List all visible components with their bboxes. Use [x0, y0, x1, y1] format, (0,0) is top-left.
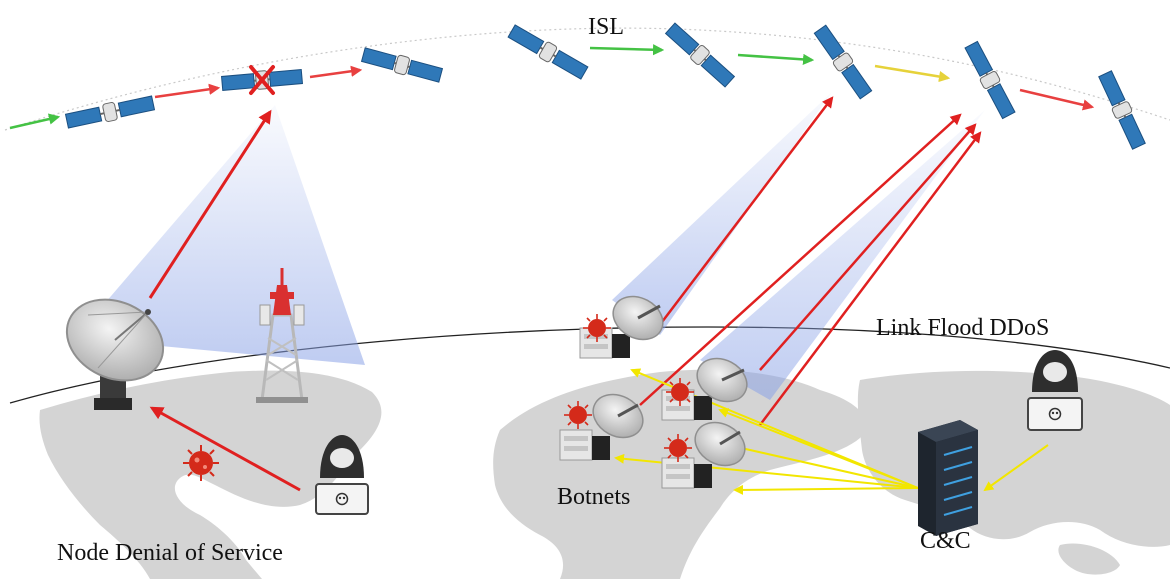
- botnet-station-icon: [661, 421, 746, 489]
- attack-arrow-botnet-1: [661, 96, 834, 323]
- control-arrow-3: [726, 441, 919, 489]
- virus-icon: [183, 445, 219, 481]
- isl-label: ISL: [588, 14, 624, 40]
- beam-botnet-2: [700, 110, 985, 400]
- earth-map: [9, 326, 1170, 579]
- satellite-icon: [664, 22, 736, 88]
- link-flood-ddos-label: Link Flood DDoS: [876, 315, 1049, 341]
- isl-link-4: [589, 44, 665, 56]
- land-americas: [39, 370, 382, 579]
- isl-link-1: [9, 113, 61, 130]
- satellite-icon: [964, 40, 1016, 120]
- satellite-icon: [1098, 70, 1146, 150]
- botnets-label: Botnets: [557, 484, 630, 510]
- hacker-icon: [315, 435, 369, 515]
- beam-botnet-1: [612, 92, 832, 335]
- satellite-icon: [64, 95, 156, 129]
- server-rack-icon: [918, 420, 978, 536]
- land-island: [1058, 543, 1120, 575]
- land-asia: [857, 370, 1170, 547]
- orbit-path: [4, 27, 1170, 131]
- virus-icon: [666, 378, 694, 406]
- control-arrow-2: [718, 408, 919, 489]
- isl-link-6: [874, 64, 951, 83]
- ground-station-dish-icon: [65, 298, 165, 410]
- cell-tower-icon: [256, 268, 308, 403]
- botnet-stations: [559, 295, 748, 489]
- isl-link-5: [737, 53, 815, 66]
- cross-mark-icon: [249, 65, 275, 95]
- attack-arrow-botnet-3: [759, 123, 977, 371]
- node-denial-of-service-label: Node Denial of Service: [57, 540, 283, 566]
- satellite-icon: [507, 24, 589, 80]
- virus-icon: [583, 314, 611, 342]
- attack-arrow-hacker-to-dish: [149, 406, 301, 492]
- control-arrow-5: [733, 484, 919, 495]
- attack-arrow-botnet-4: [759, 131, 982, 426]
- satellite-icon: [813, 24, 873, 100]
- satellites: [64, 22, 1146, 150]
- isl-link-2: [154, 83, 221, 99]
- virus-icon: [564, 401, 592, 429]
- hacker-icon: [1027, 350, 1083, 431]
- isl-link-3: [309, 65, 363, 79]
- virus-icon: [664, 434, 692, 462]
- attack-arrow-botnet-2: [639, 113, 962, 406]
- botnet-station-icon: [559, 393, 644, 461]
- isl-link-7: [1019, 88, 1095, 111]
- attack-arrow-node-dos-uplink: [148, 109, 272, 299]
- cc-label: C&C: [920, 528, 971, 554]
- control-arrow-hacker-to-cc: [983, 444, 1049, 492]
- satellite-icon: [360, 47, 444, 83]
- coverage-beams: [75, 92, 985, 400]
- beam-node-dos: [75, 105, 365, 365]
- isl-links: [9, 44, 1095, 130]
- attack-arrows-botnets: [639, 96, 982, 426]
